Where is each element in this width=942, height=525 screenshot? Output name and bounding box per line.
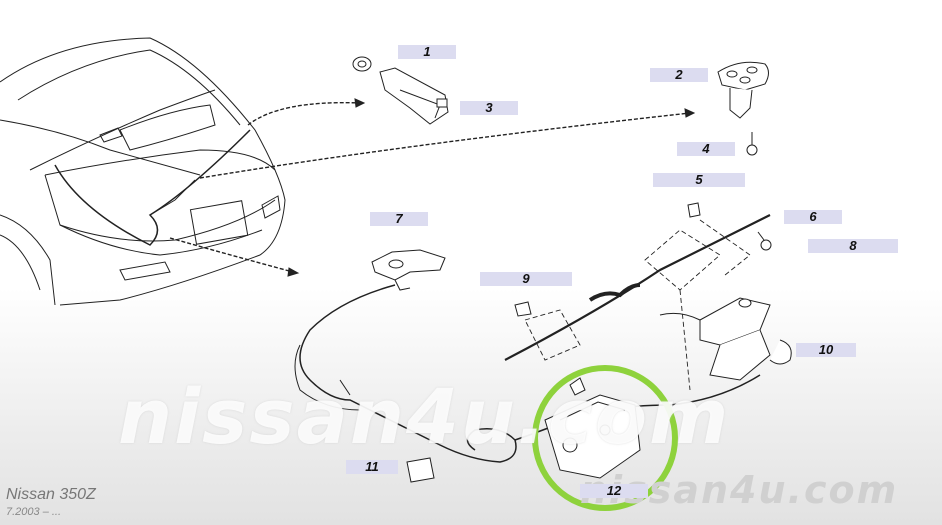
- part-1-grommet: [352, 56, 372, 72]
- highlight-ring: [532, 365, 678, 511]
- part-9-clip: [514, 301, 532, 317]
- callout-11[interactable]: 11: [346, 460, 398, 474]
- callout-9[interactable]: 9: [480, 272, 572, 286]
- part-7-bracket: [371, 249, 446, 291]
- callout-1[interactable]: 1: [398, 45, 456, 59]
- callout-7[interactable]: 7: [370, 212, 428, 226]
- car-rear-outline: [0, 37, 286, 306]
- part-12-actuator: [544, 377, 641, 479]
- callout-12[interactable]: 12: [580, 484, 648, 498]
- callout-5[interactable]: 5: [653, 173, 745, 187]
- part-10-latch: [659, 297, 792, 381]
- callout-8[interactable]: 8: [808, 239, 898, 253]
- part-8-bolt: [757, 231, 772, 251]
- part-2-striker: [717, 61, 769, 119]
- part-3-switch: [379, 67, 449, 125]
- watermark-main: nissan4u.com: [118, 372, 731, 461]
- part-5-clip: [687, 202, 701, 218]
- part-4-screw: [746, 132, 758, 156]
- model-name: Nissan 350Z: [6, 486, 96, 503]
- callout-3[interactable]: 3: [460, 101, 518, 115]
- part-11-pad: [406, 457, 435, 483]
- callout-10[interactable]: 10: [796, 343, 856, 357]
- callout-4[interactable]: 4: [677, 142, 735, 156]
- callout-6[interactable]: 6: [784, 210, 842, 224]
- model-date: 7.2003 – ...: [6, 506, 62, 518]
- cable-6: [504, 214, 771, 361]
- callout-2[interactable]: 2: [650, 68, 708, 82]
